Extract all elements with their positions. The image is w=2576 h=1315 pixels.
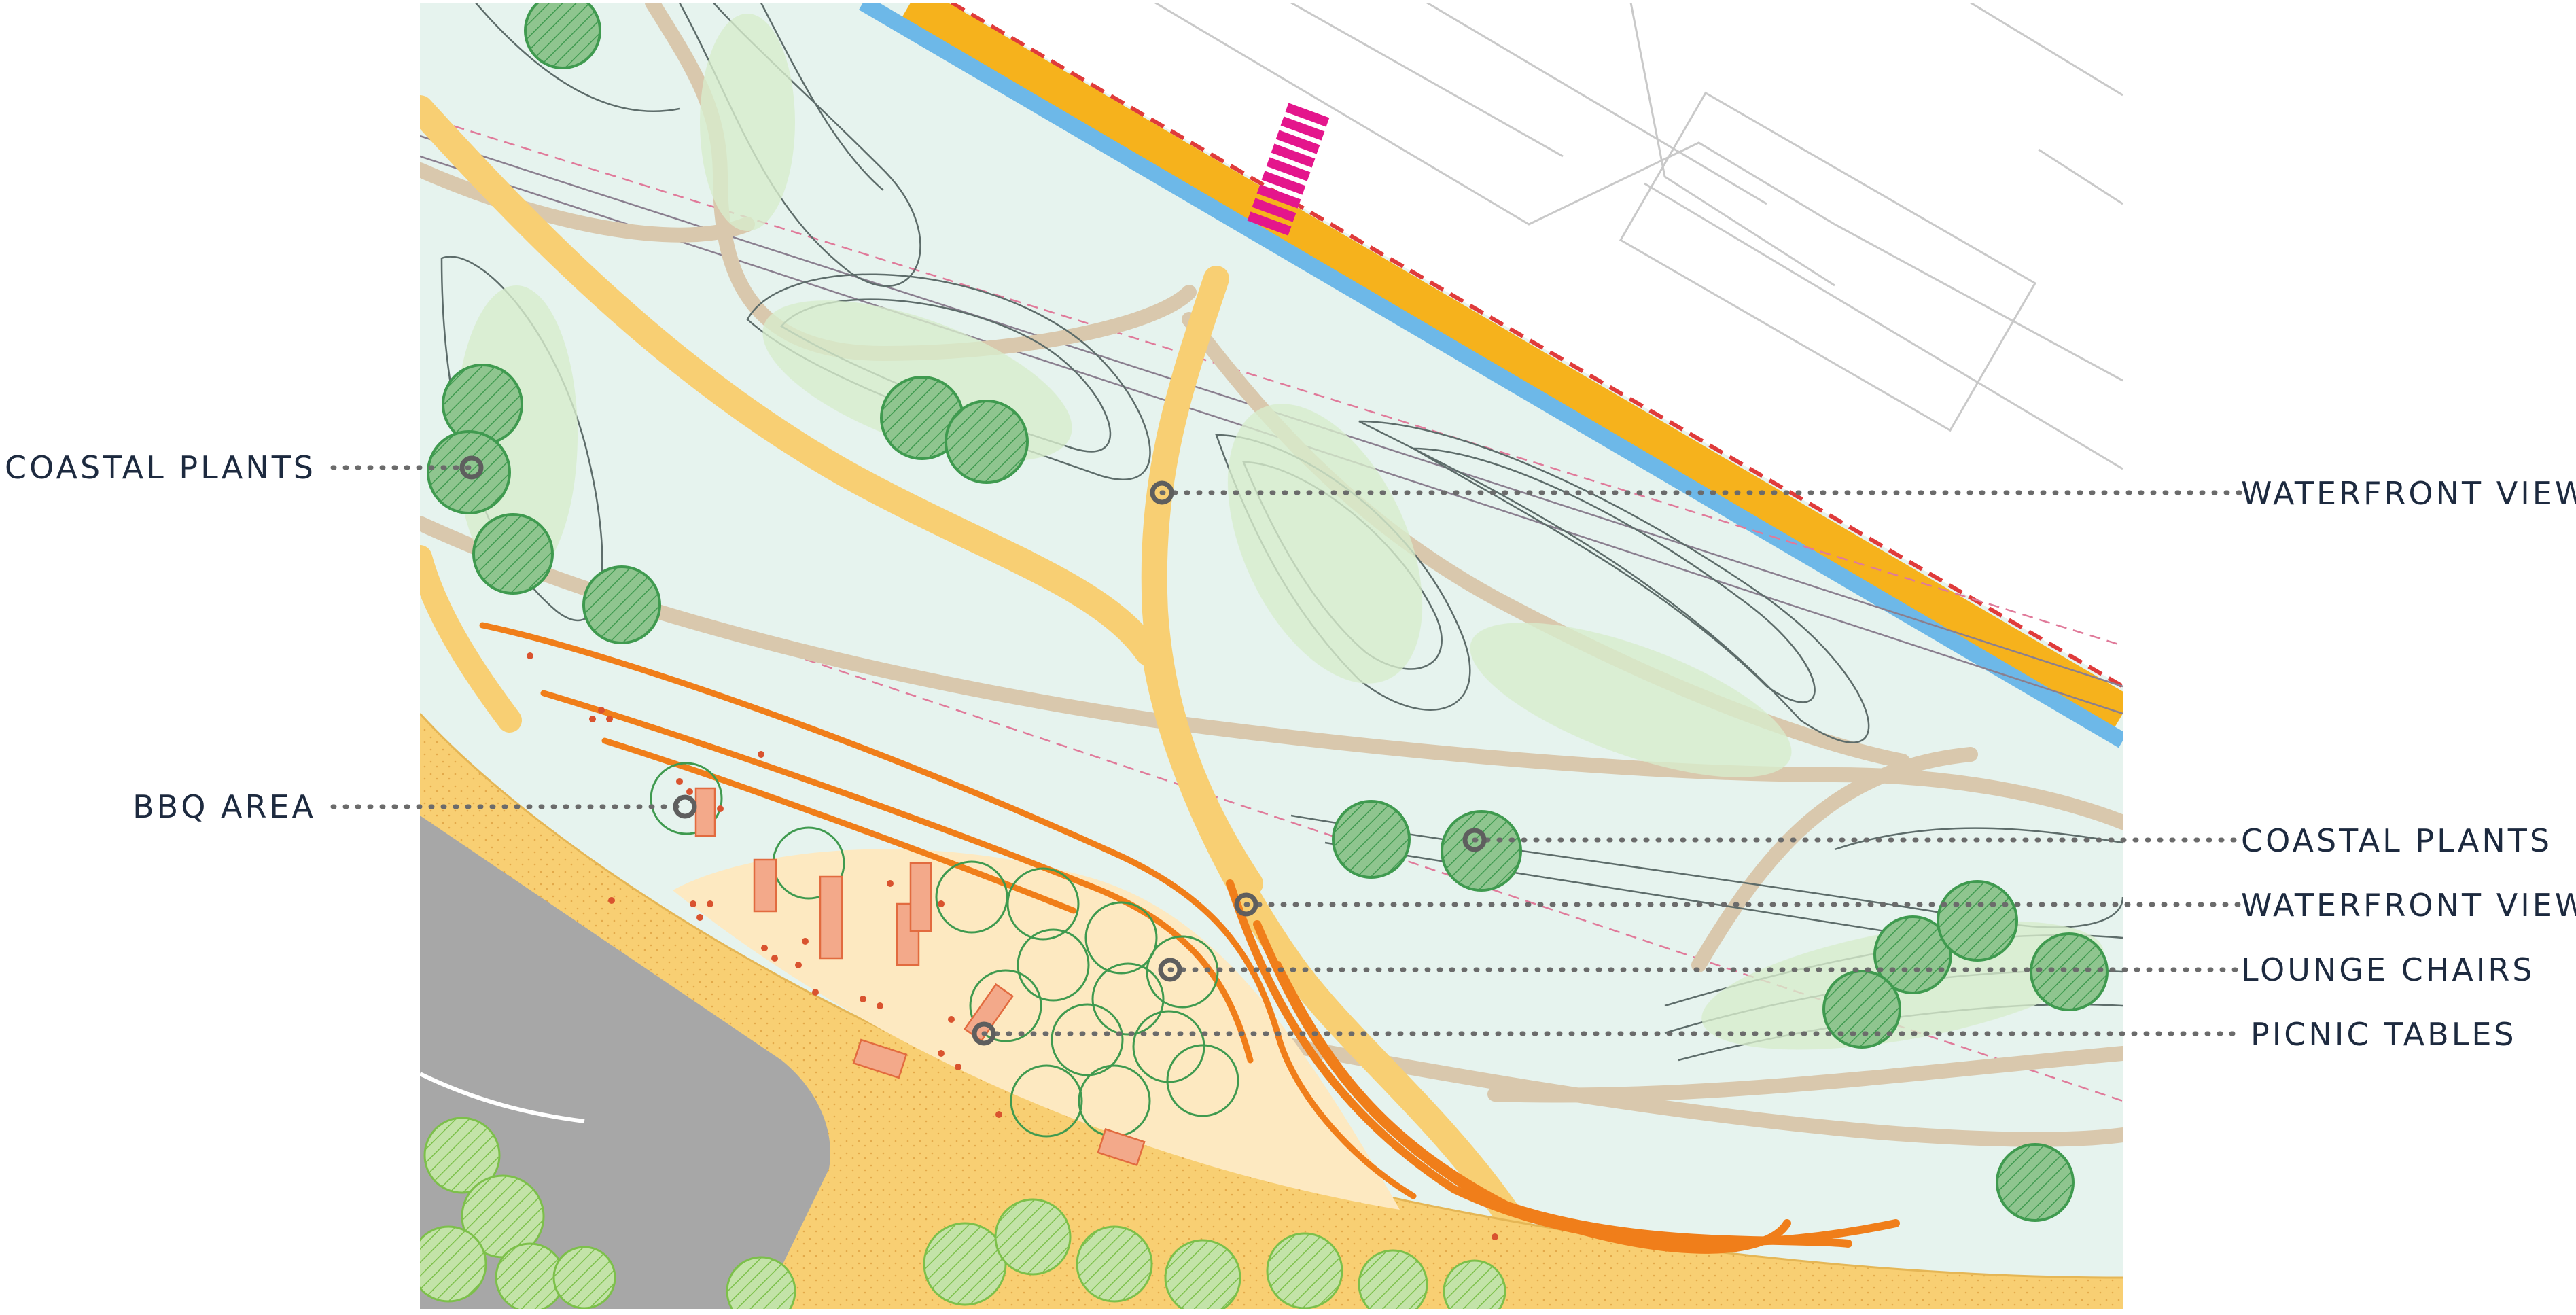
callout-coastal-plants-right: COASTAL PLANTS [2241,822,2553,859]
callout-bbq-area: BBQ AREA [133,788,316,825]
boardwalks [479,622,1900,1254]
leader-lines [330,465,2245,1036]
bbq-plaza [673,849,1400,1210]
marker-coastal-plants-right[interactable] [1462,828,1487,852]
road-strip [900,3,2123,731]
marker-waterfront-views-bottom[interactable] [1234,892,1258,917]
trees-hatched [427,3,2109,1222]
crosswalk [1247,103,1330,236]
callout-waterfront-views-top: WATERFRONT VIEWS [2241,475,2576,512]
callout-lounge-chairs: LOUNGE CHAIRS [2241,951,2535,988]
marker-bbq-area[interactable] [673,794,697,819]
marker-coastal-plants-left[interactable] [459,455,484,480]
site-boundary [950,3,2123,688]
seating-dots [527,652,1498,1240]
marker-picnic-tables[interactable] [972,1021,996,1046]
parking-lot [1619,91,2037,432]
bottom-shrubs [420,1117,1506,1309]
promenade [420,714,2123,1309]
dune-paths [420,3,2123,1147]
picnic-tables-marks [694,787,1146,1166]
trees-outline [650,762,1239,1138]
building-edge [420,1072,585,1123]
marker-lounge-chairs[interactable] [1158,958,1182,982]
urban-linework [1154,3,2123,470]
callout-coastal-plants-left: COASTAL PLANTS [4,449,316,486]
marker-waterfront-views-top[interactable] [1150,480,1174,505]
marker-rings [459,455,1487,1046]
callout-picnic-tables: PICNIC TABLES [2251,1016,2517,1053]
callout-waterfront-views-bottom: WATERFRONT VIEWS [2241,887,2576,924]
